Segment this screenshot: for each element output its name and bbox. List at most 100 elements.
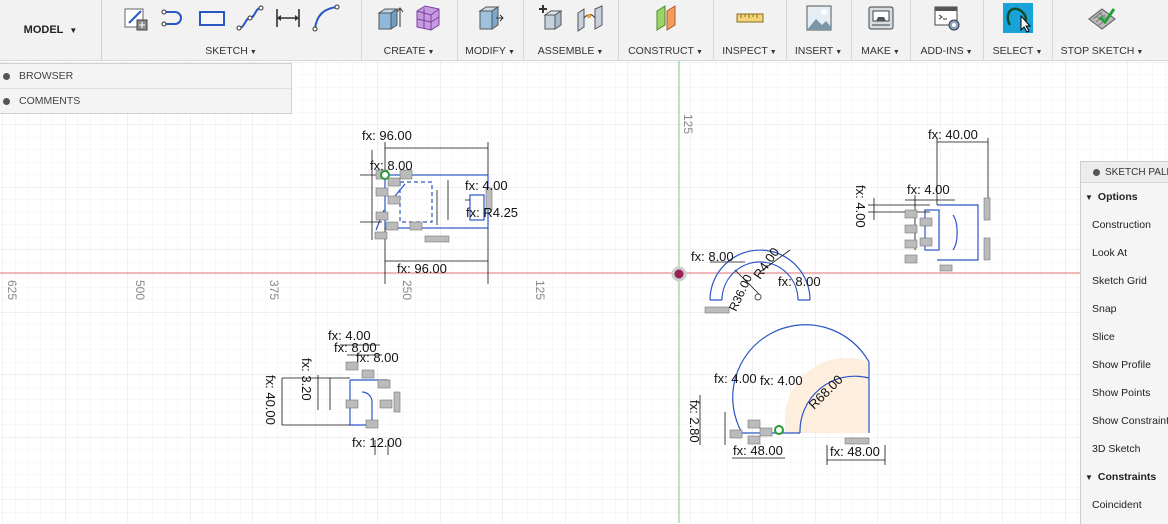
browser-panel: BROWSER COMMENTS (0, 63, 292, 114)
dimension-label[interactable]: fx: 96.00 (362, 128, 412, 143)
dimension-label[interactable]: fx: 4.00 (853, 185, 868, 228)
palette-options-header[interactable]: ▼Options (1085, 191, 1138, 203)
assemble-menu[interactable]: ASSEMBLE▼ (537, 45, 604, 57)
expand-icon (3, 97, 10, 105)
sketch-profile-c[interactable] (709, 249, 811, 301)
ruler-x-label: 625 (5, 280, 19, 300)
origin-point[interactable] (671, 266, 687, 282)
dimension-label[interactable]: fx: 8.00 (370, 158, 413, 173)
collapse-icon (1093, 168, 1100, 176)
palette-option[interactable]: Look At (1092, 247, 1128, 259)
create-group: CREATE▼ (361, 0, 458, 60)
dimension-label[interactable]: fx: 8.00 (691, 249, 734, 264)
palette-option[interactable]: Show Constraints (1092, 415, 1168, 427)
create-sketch-icon[interactable] (121, 3, 151, 33)
arc-icon[interactable] (311, 3, 341, 33)
palette-constraint[interactable]: Coincident (1092, 499, 1142, 511)
assemble-group: ASSEMBLE▼ (523, 0, 619, 60)
dimension-lines-a (360, 142, 489, 284)
ruler-y-label: 125 (681, 114, 695, 134)
stop-sketch-icon[interactable] (1087, 3, 1117, 33)
dimension-label[interactable]: fx: 40.00 (928, 127, 978, 142)
dimension-label[interactable]: fx: 40.00 (263, 375, 278, 425)
dimension-label[interactable]: fx: R4.25 (466, 205, 518, 220)
dimension-label[interactable]: fx: 8.00 (778, 274, 821, 289)
palette-option[interactable]: Sketch Grid (1092, 275, 1147, 287)
dimension-label[interactable]: fx: 96.00 (397, 261, 447, 276)
extrude-icon[interactable] (375, 3, 405, 33)
dimension-label[interactable]: fx: 4.00 (907, 182, 950, 197)
arc-point (754, 293, 762, 301)
dimension-label[interactable]: fx: 4.00 (328, 328, 371, 343)
insert-menu[interactable]: INSERT▼ (794, 45, 843, 57)
select-menu[interactable]: SELECT▼ (992, 45, 1043, 57)
inspect-group: INSPECT▼ (713, 0, 787, 60)
measure-icon[interactable] (735, 3, 765, 33)
constraint-point[interactable] (380, 170, 390, 180)
dimension-lines-d (281, 344, 389, 455)
comments-label: COMMENTS (19, 95, 81, 107)
palette-option[interactable]: 3D Sketch (1092, 443, 1141, 455)
palette-option[interactable]: Show Points (1092, 387, 1151, 399)
new-component-icon[interactable] (537, 3, 567, 33)
insert-group: INSERT▼ (786, 0, 852, 60)
comments-header[interactable]: COMMENTS (0, 89, 291, 113)
palette-option[interactable]: Show Profile (1092, 359, 1151, 371)
spline-icon[interactable] (235, 3, 265, 33)
ruler-x-label: 125 (533, 280, 547, 300)
workspace-switcher[interactable]: MODEL ▼ (0, 0, 102, 60)
palette-constraints-header[interactable]: ▼Constraints (1085, 471, 1157, 483)
chevron-down-icon: ▼ (69, 25, 78, 35)
addins-menu[interactable]: ADD-INS▼ (920, 45, 973, 57)
palette-option[interactable]: Construction (1092, 219, 1151, 231)
create-menu[interactable]: CREATE▼ (383, 45, 435, 57)
sketch-canvas[interactable]: 625 500 375 250 125 125 fx: 96.00 fx: 8.… (0, 61, 1168, 523)
palette-option[interactable]: Snap (1092, 303, 1117, 315)
ruler-x-label: 500 (133, 280, 147, 300)
sketch-menu[interactable]: SKETCH▼ (205, 45, 257, 57)
dimension-label[interactable]: fx: 4.00 (714, 371, 757, 386)
dimension-label[interactable]: fx: 12.00 (352, 435, 402, 450)
dimension-label[interactable]: fx: 4.00 (760, 373, 803, 388)
inspect-menu[interactable]: INSPECT▼ (722, 45, 777, 57)
stop-sketch-menu[interactable]: STOP SKETCH▼ (1060, 45, 1144, 57)
sketch-profile-b[interactable] (924, 204, 979, 261)
line-icon[interactable] (159, 3, 189, 33)
constraint-glyphs-a (374, 169, 493, 243)
browser-header[interactable]: BROWSER (0, 64, 291, 89)
rectangle-icon[interactable] (197, 3, 227, 33)
dimension-label[interactable]: fx: 3.20 (299, 358, 314, 401)
press-pull-icon[interactable] (475, 3, 505, 33)
joint-icon[interactable] (575, 3, 605, 33)
form-icon[interactable] (413, 3, 443, 33)
triangle-down-icon: ▼ (1085, 192, 1093, 202)
palette-title: SKETCH PALETTE (1105, 166, 1168, 178)
insert-image-icon[interactable] (804, 3, 834, 33)
dimension-label[interactable]: fx: 48.00 (733, 443, 783, 458)
palette-option[interactable]: Slice (1092, 331, 1115, 343)
ruler-x-label: 375 (267, 280, 281, 300)
ruler-x-label: 250 (400, 280, 414, 300)
constraint-glyphs-d (345, 361, 401, 429)
expand-icon (3, 72, 10, 80)
sketch-palette: SKETCH PALETTE ▼Options Construction Loo… (1080, 161, 1168, 524)
modify-menu[interactable]: MODIFY▼ (465, 45, 515, 57)
palette-title-bar[interactable]: SKETCH PALETTE (1081, 162, 1168, 183)
dimension-label[interactable]: fx: 48.00 (830, 444, 880, 459)
make-menu[interactable]: MAKE▼ (861, 45, 900, 57)
offset-plane-icon[interactable] (651, 3, 681, 33)
constraint-glyphs-b (904, 197, 991, 272)
constraint-point[interactable] (774, 425, 784, 435)
scripts-icon[interactable] (932, 3, 962, 33)
construct-menu[interactable]: CONSTRUCT▼ (628, 45, 703, 57)
dimension-lines-e (699, 395, 886, 465)
3d-print-icon[interactable] (866, 3, 896, 33)
addins-group: ADD-INS▼ (910, 0, 984, 60)
dimension-label[interactable]: fx: 2.80 (687, 400, 702, 443)
dimension-label[interactable]: fx: 8.00 (356, 350, 399, 365)
dimension-label[interactable]: fx: 8.00 (334, 340, 377, 355)
dimension-icon[interactable] (273, 3, 303, 33)
dimension-label[interactable]: fx: 4.00 (465, 178, 508, 193)
select-icon[interactable] (1002, 3, 1033, 33)
sketch-profile-e[interactable] (732, 324, 870, 434)
